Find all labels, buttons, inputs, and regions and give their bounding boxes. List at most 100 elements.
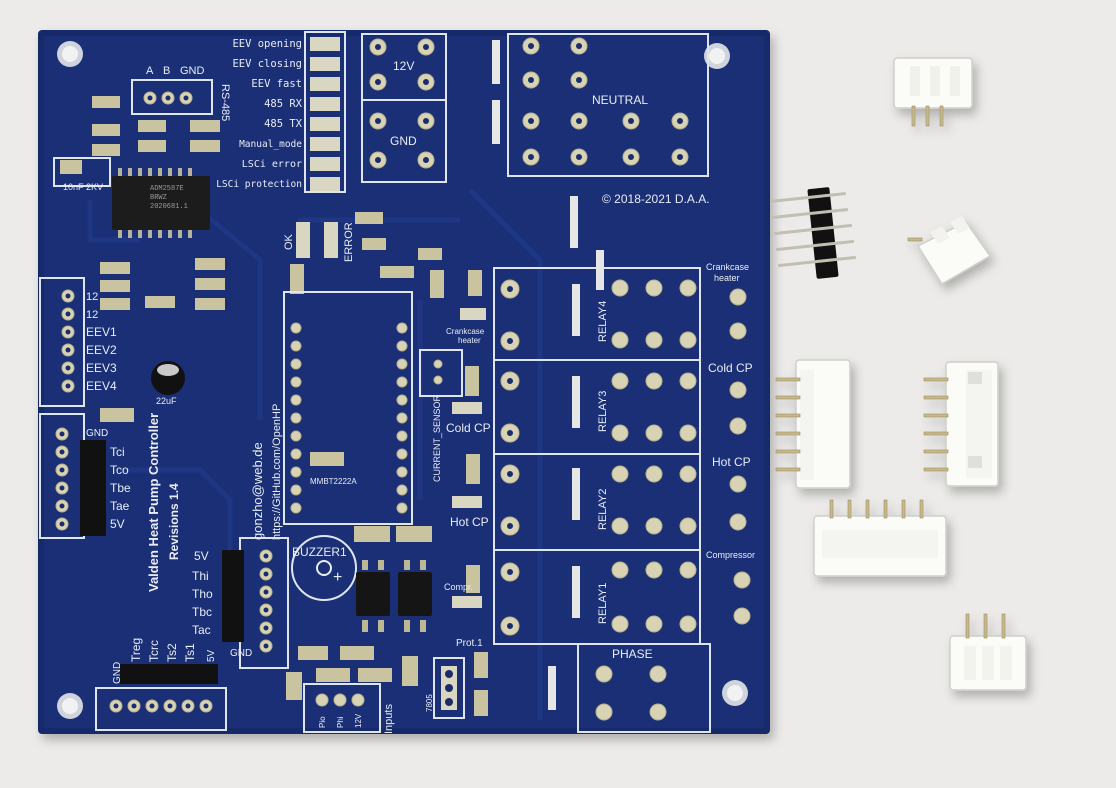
power-terminal-block: 12V GND xyxy=(361,33,447,183)
rs485-b-label: B xyxy=(163,65,170,77)
sensor-connector-2: 5V Thi Tho Tbc Tac GND xyxy=(192,537,289,669)
eev-pin-label: 12 xyxy=(86,309,98,321)
sensor-pin-label: Tho xyxy=(192,587,213,601)
chip-marking: 2020681.1 xyxy=(150,203,188,211)
neutral-label: NEUTRAL xyxy=(592,93,648,107)
sensor-pin-label: Thi xyxy=(192,569,209,583)
sensor-pin-label: GND xyxy=(112,662,123,684)
phase-terminal-block: PHASE xyxy=(577,643,711,733)
sensor-connector-3: GND Treg Tcrc Ts2 Ts1 5V xyxy=(95,638,227,731)
connector-6pin-horizontal xyxy=(813,499,947,577)
board-title-text: Valden Heat Pump Controller xyxy=(146,413,161,592)
relay-label: RELAY4 xyxy=(597,301,609,342)
sensor-pin-label: Tbe xyxy=(110,481,131,495)
led-label: EEV opening xyxy=(232,38,302,50)
input-pin-label: Pio xyxy=(318,716,327,728)
sensor-pin-label: Tcrc xyxy=(147,640,161,662)
relay-label: RELAY2 xyxy=(597,489,609,530)
eev-pin-label: EEV1 xyxy=(86,325,117,339)
optocouplers xyxy=(356,560,432,632)
sensor-pin-label: Tci xyxy=(110,445,125,459)
svg-text:Crankcase: Crankcase xyxy=(706,262,749,272)
board-title: Valden Heat Pump Controller Revisions 1.… xyxy=(146,404,283,592)
smd-components xyxy=(60,96,488,716)
connector-6pin-left xyxy=(775,359,851,489)
relay-section: RELAY4 RELAY3 RELAY2 RELAY1 xyxy=(493,196,701,710)
buzzer-label: BUZZER1 xyxy=(292,545,347,559)
eev-pin-label: EEV2 xyxy=(86,343,117,357)
repo-url: https://GitHub.com/OpenHP xyxy=(271,404,283,540)
svg-text:heater: heater xyxy=(458,336,481,345)
sensor-pin-label: GND xyxy=(86,428,108,439)
led-label: LSCi error xyxy=(242,159,302,170)
rs485-gnd-label: GND xyxy=(180,65,205,77)
mounting-hole xyxy=(57,41,748,719)
cap-value: 22uF xyxy=(156,396,177,406)
sensor-pin-label: 5V xyxy=(206,649,217,662)
relay-label: RELAY3 xyxy=(597,391,609,432)
output-label: Cold CP xyxy=(708,361,753,375)
sensor-pin-label: Tbc xyxy=(192,605,212,619)
cap-label: 10nF 2KV xyxy=(63,182,103,192)
sensor-pin-label: Tac xyxy=(192,623,211,637)
output-terminals: Crankcase heater Cold CP Hot CP Compress… xyxy=(706,262,755,625)
svg-text:heater: heater xyxy=(714,273,740,283)
led-label: EEV fast xyxy=(251,78,302,90)
copyright-text: © 2018-2021 D.A.A. xyxy=(602,192,710,206)
chip-marking: BRWZ xyxy=(150,194,167,202)
sensor-pin-label: Treg xyxy=(129,638,143,662)
relay-label: RELAY1 xyxy=(597,583,609,624)
inputs-label: Inputs xyxy=(383,704,395,734)
pin-header xyxy=(770,187,856,279)
sensor-pin-label: 5V xyxy=(110,517,125,531)
phase-label: PHASE xyxy=(612,647,653,661)
status-led-column: EEV opening EEV closing EEV fast 485 RX … xyxy=(216,31,346,193)
led-label: 485 TX xyxy=(264,118,303,130)
connector-2pin xyxy=(907,216,992,286)
svg-text:+: + xyxy=(333,569,342,586)
sensor-pin-label: Ts1 xyxy=(183,643,197,662)
led-label: Manual_mode xyxy=(239,139,302,150)
relay-load-label: Cold CP xyxy=(446,421,491,435)
loose-connectors xyxy=(770,57,1027,691)
compr-label: Compr. xyxy=(444,582,473,592)
status-leds: OK ERROR xyxy=(283,222,355,262)
inputs-connector: Pio Phi 12V Inputs xyxy=(303,683,395,734)
sensor-connector-1: GND Tci Tco Tbe Tae 5V xyxy=(39,413,131,539)
board-revision-text: Revisions 1.4 xyxy=(167,483,181,560)
output-label: Compressor xyxy=(706,550,755,560)
relay-led-labels: Crankcase heater Cold CP Hot CP Compr. xyxy=(444,308,491,608)
current-sensor-label: CURRENT_SENSOR xyxy=(432,394,442,482)
eev-pin-label: EEV4 xyxy=(86,379,117,393)
chip-marking: ADM2587E xyxy=(150,185,184,193)
gnd-label: GND xyxy=(390,134,417,148)
svg-text:Crankcase: Crankcase xyxy=(446,327,485,336)
transistor-label: MMBT2222A xyxy=(310,477,357,486)
led-label: LSCi protection xyxy=(216,179,302,190)
rs485-a-label: A xyxy=(146,65,154,77)
input-pin-label: 12V xyxy=(354,713,363,728)
eev-connector: 12 12 EEV1 EEV2 EEV3 EEV4 xyxy=(39,277,117,407)
connector-6pin-right xyxy=(923,361,999,487)
input-pin-label: Phi xyxy=(336,716,345,728)
v12-label: 12V xyxy=(393,59,414,73)
error-label: ERROR xyxy=(343,222,355,262)
connector-3pin-top xyxy=(893,57,973,127)
prot-label: Prot.1 xyxy=(456,638,483,649)
eev-pin-label: 12 xyxy=(86,291,98,303)
rs485-header: A B GND RS-485 xyxy=(131,65,231,121)
regulator-label: 7805 xyxy=(425,694,434,712)
sensor-pin-label: Tae xyxy=(110,499,130,513)
mcu-module-footprint: MMBT2222A CURRENT_SENSOR xyxy=(283,291,463,525)
eev-pin-label: EEV3 xyxy=(86,361,117,375)
sensor-pin-label: Ts2 xyxy=(165,643,179,662)
rs485-label: RS-485 xyxy=(219,84,231,121)
rs485-chip: ADM2587E BRWZ 2020681.1 xyxy=(112,168,210,238)
neutral-terminal-block: NEUTRAL xyxy=(492,33,709,177)
ok-label: OK xyxy=(283,233,295,250)
pcb-board: EEV opening EEV closing EEV fast 485 RX … xyxy=(38,30,770,734)
regulator-7805: 7805 Prot.1 xyxy=(425,638,483,719)
buzzer: BUZZER1 + xyxy=(291,535,357,601)
sensor-pin-label: 5V xyxy=(194,549,209,563)
